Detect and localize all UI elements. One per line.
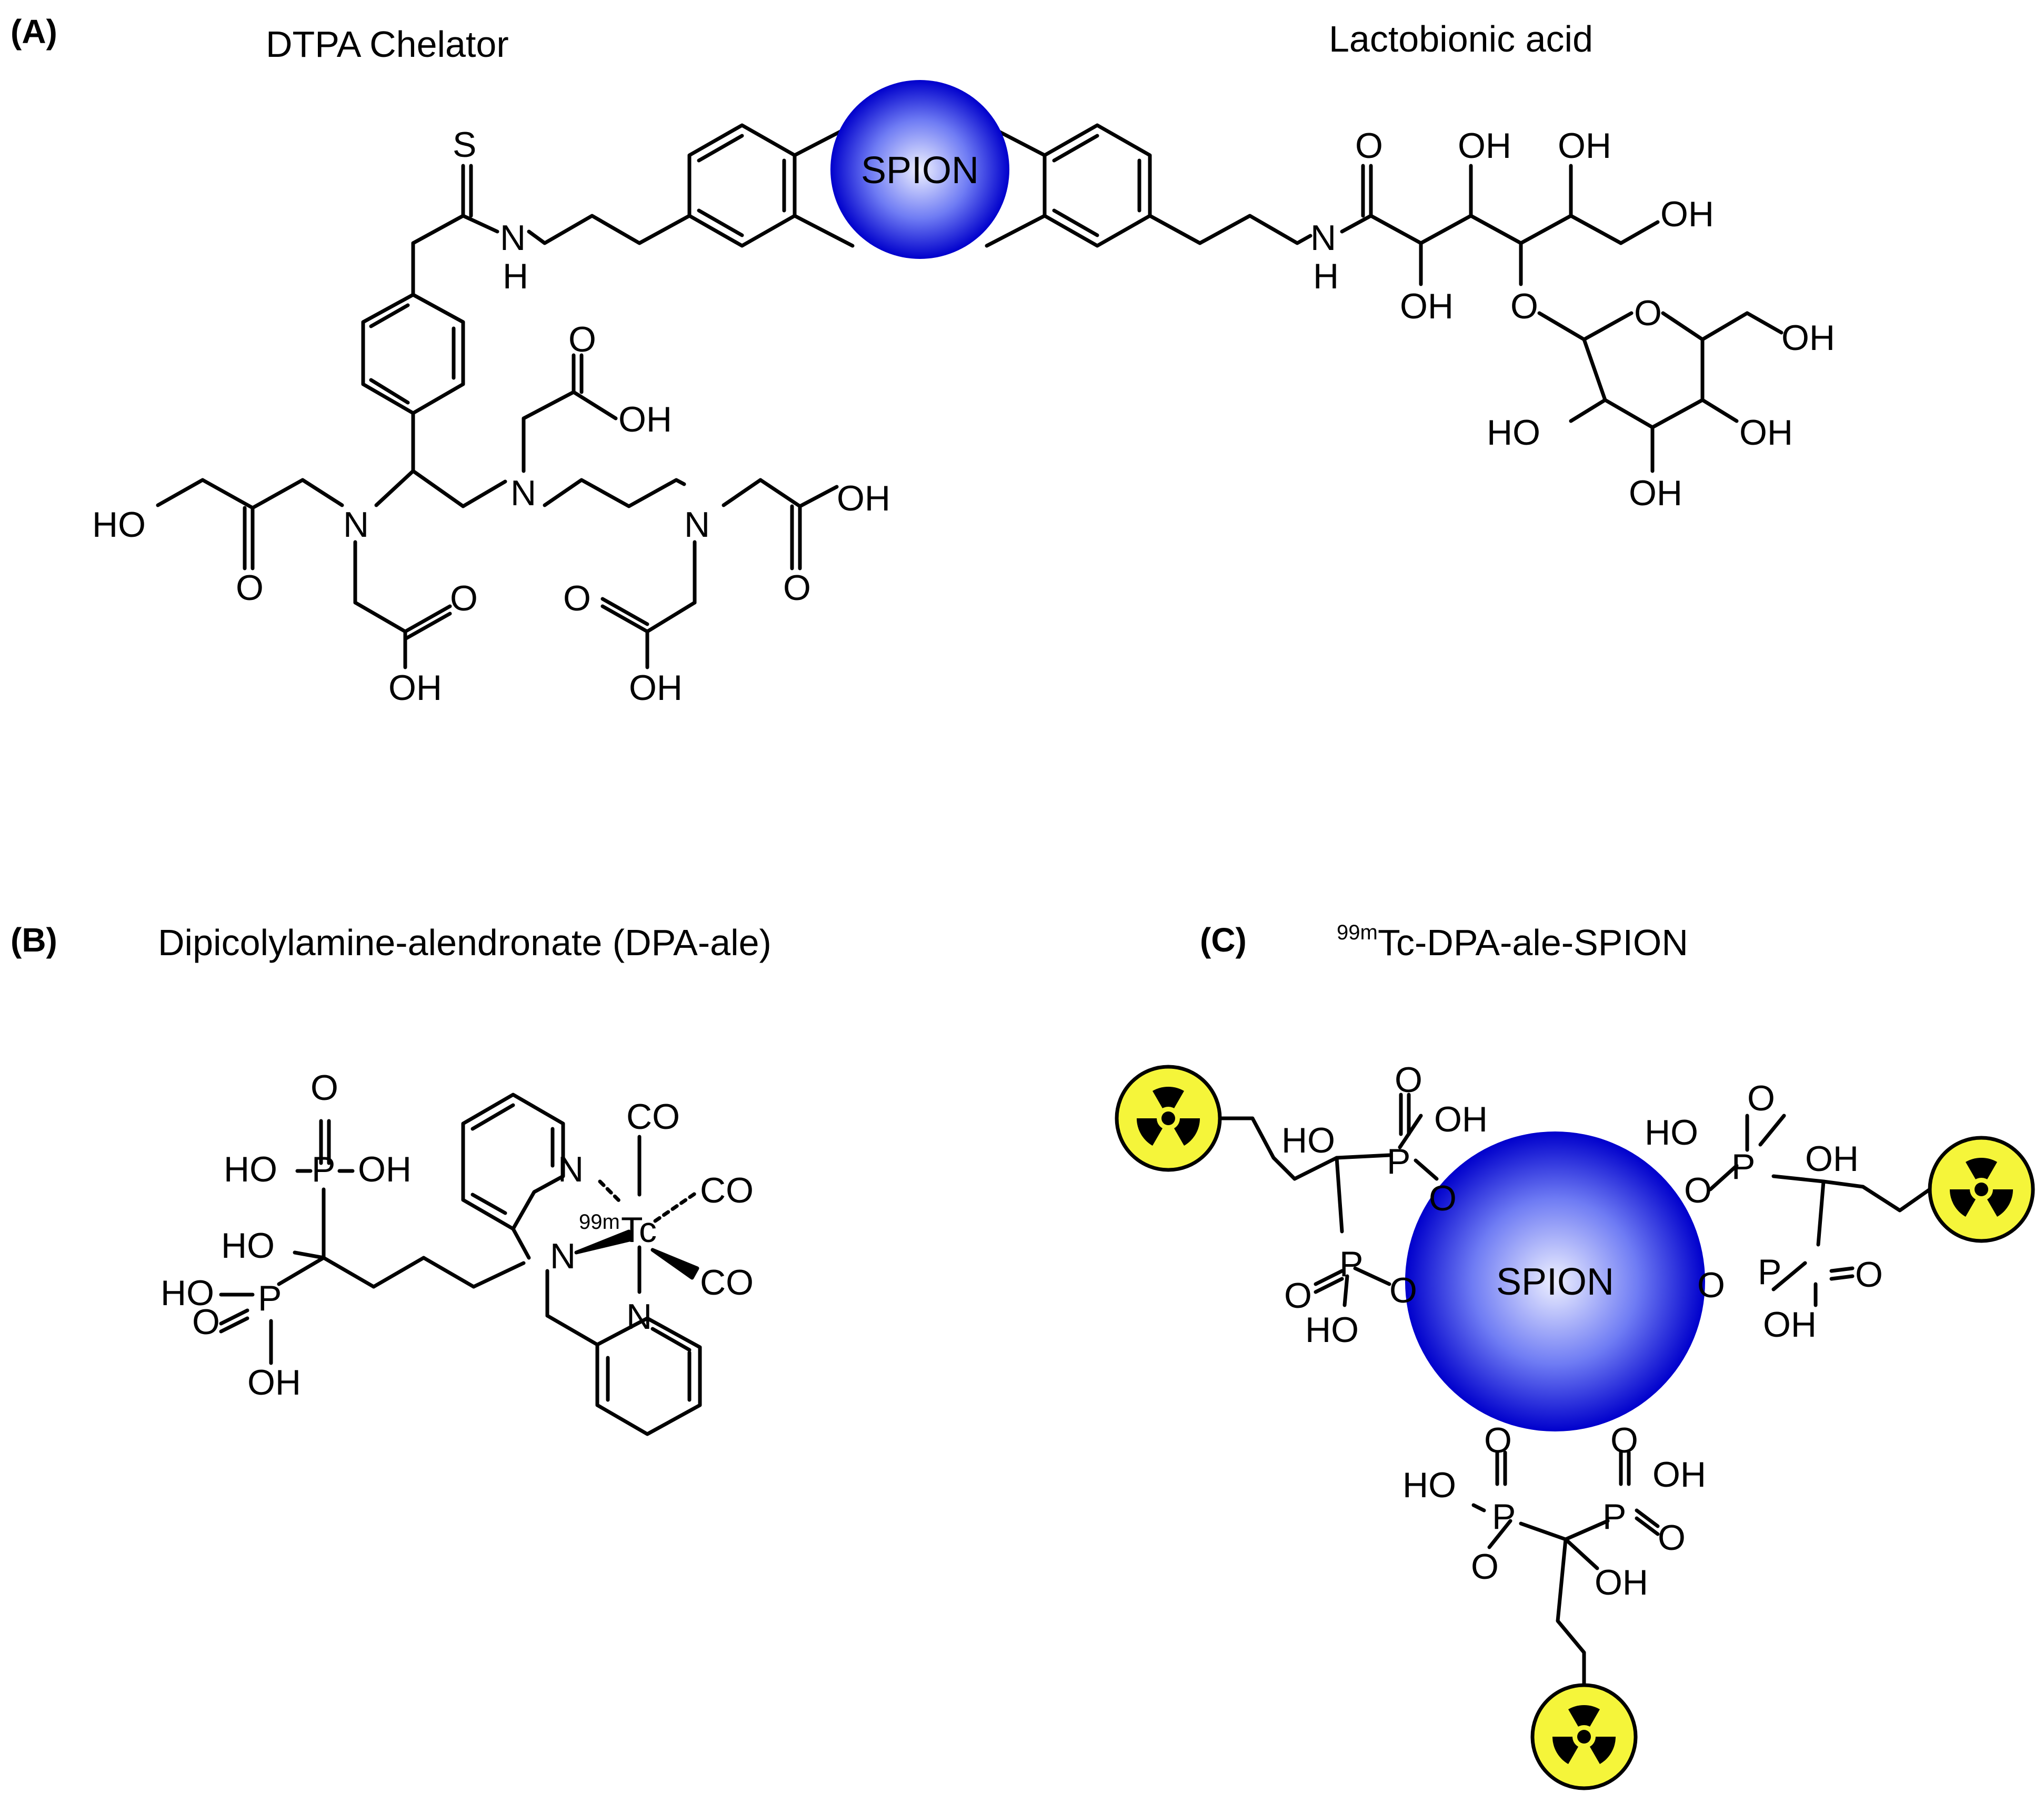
atom-o-b1: O [310,1068,338,1108]
atom-n-py2: N [626,1297,652,1337]
atom-o-c2: O [1429,1178,1457,1218]
atom-n-py1: N [558,1149,584,1189]
lactobionic-acid-title: Lactobionic acid [1329,18,1593,59]
atom-oh-5: OH [1458,126,1511,166]
atom-n-3: N [684,505,710,545]
atom-oh-4: OH [837,478,890,518]
atom-oh-c3: OH [1763,1305,1817,1345]
atom-o-1: O [568,319,596,359]
tc-mass-title: 99m [1337,921,1378,944]
atom-tc: Tc [621,1210,657,1250]
atom-o-c5: O [1747,1078,1775,1118]
atom-o-c10: O [1610,1420,1638,1460]
atom-o-c11: O [1658,1518,1686,1558]
atom-oh-b2: OH [247,1363,301,1403]
atom-o-c9: O [1484,1420,1512,1460]
atom-o-c7: O [1697,1265,1725,1305]
atom-o-c6: O [1684,1170,1712,1210]
atom-o-ring: O [1634,293,1662,333]
atom-ho-c4: HO [1402,1465,1456,1505]
atom-ho-c2: HO [1305,1310,1359,1350]
atom-o-5: O [783,568,811,608]
atom-oh-10: OH [1739,413,1793,453]
atom-co-2: CO [700,1170,754,1210]
spion-label-c: SPION [1496,1261,1614,1303]
atom-n-2: N [510,473,536,513]
atom-h-amide-left: H [503,256,528,296]
atom-ho-1: HO [92,505,146,545]
atom-oh-1: OH [618,399,672,439]
atom-oh-c1: OH [1434,1099,1488,1139]
panel-a-bonds [156,123,1784,669]
tc-mass-number: 99m [579,1210,620,1234]
atom-p-c2: P [1339,1244,1363,1284]
atom-ho-b3: HO [161,1273,214,1313]
atom-s: S [453,125,476,165]
atom-p-c4: P [1758,1252,1781,1292]
atom-co-3: CO [700,1263,754,1303]
spion-sphere-icon [1405,1131,1705,1431]
atom-oh-9: OH [1781,318,1835,358]
atom-n-amide-right: N [1310,218,1336,258]
tc-dpa-ale-spion-title: Tc-DPA-ale-SPION [1378,922,1688,963]
spion-sphere-icon [830,80,1009,259]
atom-ho-c3: HO [1645,1113,1698,1153]
atom-p-b1: P [312,1149,335,1189]
radiation-trefoil-icon [1117,1067,1220,1170]
dtpa-chelator-title: DTPA Chelator [266,24,509,65]
atom-o-c3: O [1284,1276,1312,1316]
panel-b: (B) Dipicolylamine-alendronate (DPA-ale) [11,921,771,1436]
panel-b-bonds [219,1093,702,1436]
atom-o-6: O [1355,126,1383,166]
atom-oh-c2: OH [1805,1139,1859,1179]
atom-oh-6: OH [1558,126,1611,166]
atom-p-c6: P [1602,1497,1626,1537]
panel-b-label: (B) [11,921,57,959]
atom-co-1: CO [626,1097,680,1137]
atom-o-3: O [450,578,478,618]
radiation-trefoil-icon [1532,1685,1636,1788]
atom-p-b2: P [258,1278,282,1318]
atom-o-7: O [1510,286,1538,326]
atom-o-2: O [236,568,264,608]
atom-ho-b1: HO [224,1149,277,1189]
dpa-ale-title: Dipicolylamine-alendronate (DPA-ale) [158,922,771,963]
atom-ho-b2: HO [221,1226,275,1266]
spion-label-a: SPION [861,149,979,192]
panel-c-atoms: HO O OH P O P O O HO HO O O P OH O P O O… [1281,1060,1883,1602]
atom-o-4: O [563,578,591,618]
panel-c-bonds [1218,1093,1932,1687]
atom-ho-2: HO [1487,413,1540,453]
atom-oh-8: OH [1400,286,1454,326]
panel-b-atoms: O HO P OH HO HO P O OH N N N 99m Tc CO C… [161,1068,754,1403]
atom-o-c1: O [1395,1060,1422,1100]
atom-n-amide-left: N [500,218,526,258]
atom-oh-3: OH [629,668,683,708]
atom-n-1: N [343,505,369,545]
atom-oh-7: OH [1660,194,1714,234]
radiation-trefoil-icon [1930,1138,2033,1241]
atom-n-amine: N [550,1236,576,1276]
atom-oh-c5: OH [1595,1562,1648,1602]
atom-h-amide-right: H [1313,256,1339,296]
atom-p-c5: P [1492,1497,1516,1537]
atom-oh-c4: OH [1652,1455,1706,1495]
atom-p-c3: P [1731,1147,1755,1187]
panel-a-label: (A) [11,13,57,51]
atom-oh-2: OH [388,668,442,708]
atom-p-c1: P [1387,1141,1410,1181]
atom-o-c12: O [1471,1547,1499,1587]
panel-a-atoms: S N H O OH HO O N N N O OH O OH OH O N H… [92,125,1835,708]
atom-o-c4: O [1389,1270,1417,1310]
atom-oh-11: OH [1629,473,1682,513]
atom-ho-c1: HO [1281,1120,1335,1160]
panel-c-label: (C) [1200,921,1247,959]
atom-o-c8: O [1855,1255,1883,1295]
panel-a: (A) DTPA Chelator Lactobionic acid [11,13,1835,708]
atom-o-b2: O [192,1302,220,1342]
atom-oh-b1: OH [358,1149,412,1189]
panel-c: (C) 99m Tc-DPA-ale-SPION SPION [1117,921,2033,1788]
